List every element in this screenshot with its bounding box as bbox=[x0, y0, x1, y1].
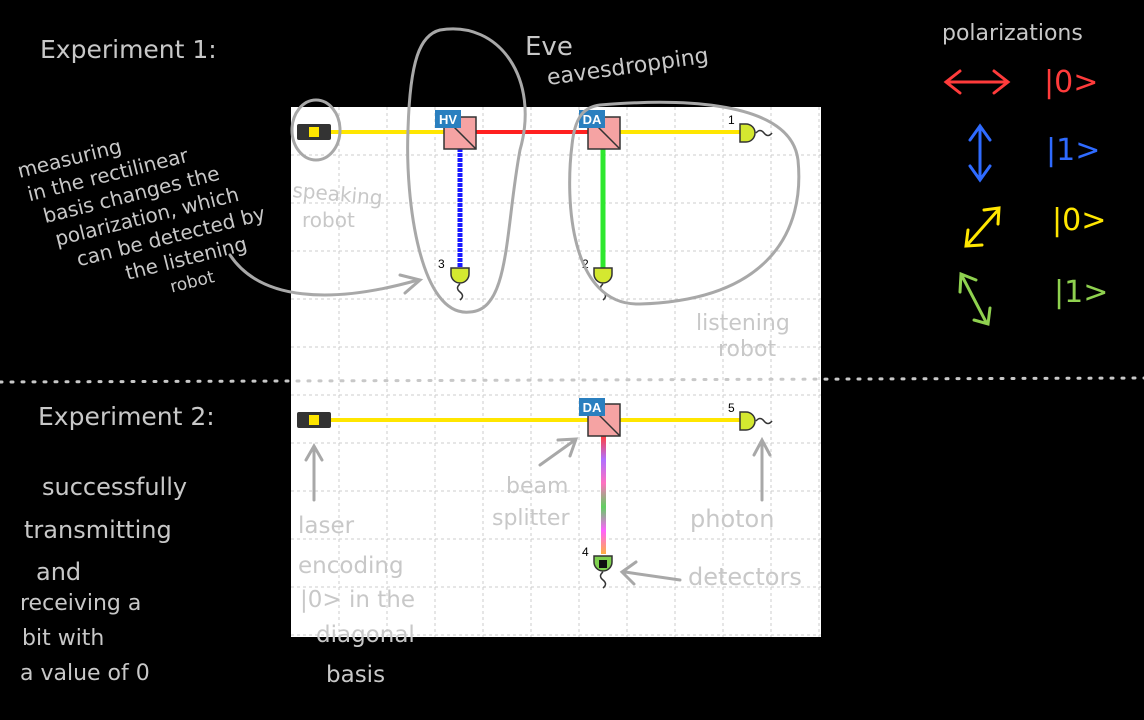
diagonal-down-arrow-icon bbox=[958, 271, 992, 326]
experiment2-beams bbox=[330, 418, 740, 554]
svg-text:laser: laser bbox=[298, 513, 355, 539]
arrow-to-detector-3 bbox=[228, 253, 420, 297]
listening-robot-line1: listening bbox=[696, 311, 790, 336]
legend-item-vertical: |1> bbox=[968, 123, 1100, 183]
laser-note: laser encoding |0> in the diagonal basis bbox=[298, 513, 415, 688]
detectors-label: detectors bbox=[688, 563, 802, 591]
optics-board bbox=[291, 107, 821, 637]
svg-text:bit with: bit with bbox=[22, 626, 104, 651]
experiment1-beams bbox=[330, 130, 740, 268]
svg-text:2: 2 bbox=[582, 257, 589, 271]
detector-2: 2 bbox=[582, 257, 613, 301]
legend-item-diagonal-down: |1> bbox=[958, 271, 1108, 326]
photon-label: photon bbox=[690, 505, 774, 533]
splitter-da-top-label: DA bbox=[583, 112, 602, 127]
arrow-detectors bbox=[619, 560, 682, 586]
svg-text:4: 4 bbox=[582, 545, 589, 559]
arrow-photon bbox=[752, 436, 772, 502]
svg-text:successfully: successfully bbox=[42, 473, 187, 501]
legend-state-1: |1> bbox=[1046, 133, 1100, 168]
diagonal-up-arrow-icon bbox=[964, 206, 1001, 248]
svg-text:a value of 0: a value of 0 bbox=[20, 661, 150, 686]
legend-item-diagonal-up: |0> bbox=[964, 203, 1106, 248]
arrow-laser bbox=[304, 442, 324, 502]
svg-text:|0> in the: |0> in the bbox=[300, 587, 415, 613]
svg-text:basis: basis bbox=[326, 662, 385, 688]
svg-text:3: 3 bbox=[438, 257, 445, 271]
legend-state-0: |0> bbox=[1044, 65, 1098, 100]
circle-eve bbox=[406, 27, 527, 314]
section-divider bbox=[0, 376, 1144, 384]
annotation-arrows bbox=[228, 253, 772, 586]
legend-title: polarizations bbox=[942, 21, 1083, 46]
annotation-circles bbox=[290, 27, 801, 314]
svg-text:transmitting: transmitting bbox=[24, 516, 172, 544]
vertical-arrow-icon bbox=[968, 123, 992, 183]
svg-text:diagonal: diagonal bbox=[316, 622, 415, 648]
detector-5: 5 bbox=[728, 401, 773, 431]
detector-4: 4 bbox=[582, 545, 613, 589]
splitter-da-bottom-label: DA bbox=[583, 400, 602, 415]
eve-label: Eve bbox=[525, 32, 573, 62]
laser-source-1 bbox=[297, 124, 331, 140]
measuring-note: measuring in the rectilinear basis chang… bbox=[15, 134, 268, 298]
detector-1: 1 bbox=[728, 113, 773, 143]
legend-state-2: |0> bbox=[1052, 203, 1106, 238]
circle-listening-robot bbox=[568, 100, 801, 306]
experiment2-title: Experiment 2: bbox=[38, 402, 215, 431]
svg-text:receiving a: receiving a bbox=[20, 591, 141, 616]
experiment1-title: Experiment 1: bbox=[40, 35, 217, 64]
svg-text:5: 5 bbox=[728, 401, 735, 415]
listening-robot-line2: robot bbox=[718, 337, 776, 362]
splitter-hv-label: HV bbox=[439, 112, 457, 127]
speaking-robot-line2: robot bbox=[302, 208, 355, 232]
beam-splitter-da-bottom: DA bbox=[579, 398, 621, 437]
beam-splitter-line2: splitter bbox=[492, 506, 570, 531]
success-note: successfully transmitting and receiving … bbox=[20, 473, 187, 686]
arrow-beam-splitter bbox=[538, 437, 579, 467]
horizontal-arrow-icon bbox=[943, 69, 1011, 95]
legend-state-3: |1> bbox=[1054, 275, 1108, 310]
svg-text:encoding: encoding bbox=[298, 553, 404, 579]
legend-item-horizontal: |0> bbox=[943, 65, 1098, 100]
laser-source-2 bbox=[297, 412, 331, 428]
beam-splitter-da-top: DA bbox=[579, 110, 621, 150]
beam-splitter-hv: HV bbox=[435, 110, 477, 150]
circle-speaking-robot bbox=[290, 98, 342, 162]
detector-3: 3 bbox=[438, 257, 470, 301]
polarization-legend: polarizations |0> |1> |0> |1> bbox=[942, 21, 1108, 326]
svg-text:1: 1 bbox=[728, 113, 735, 127]
svg-text:and: and bbox=[36, 558, 81, 586]
beam-splitter-line1: beam bbox=[506, 474, 568, 499]
